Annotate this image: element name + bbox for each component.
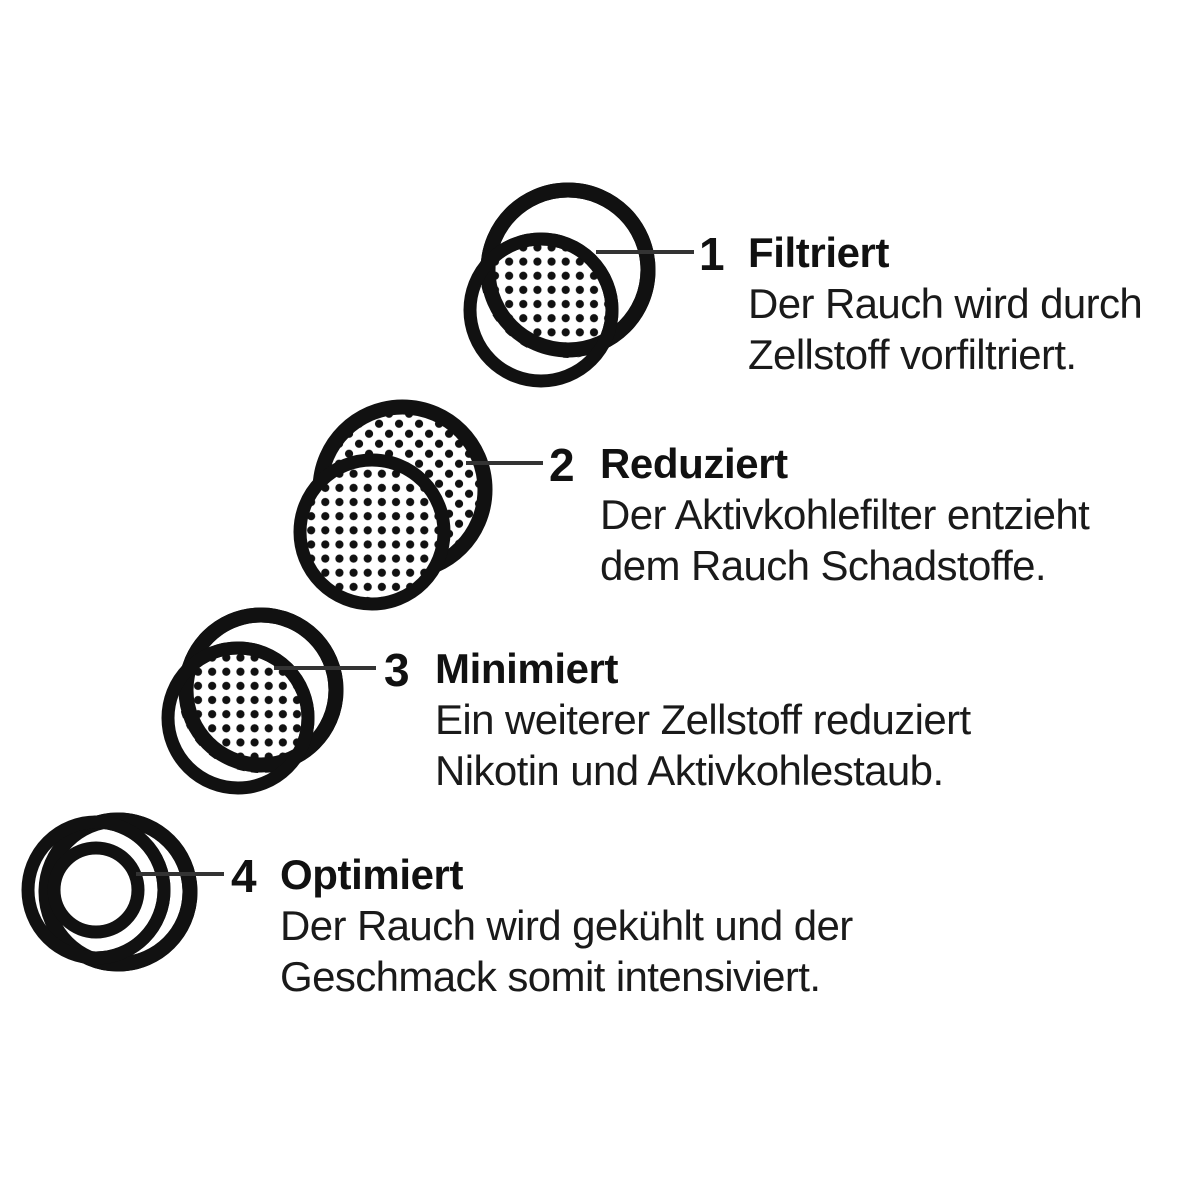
step-body-line-1b: Zellstoff vorfiltriert. [748, 331, 1077, 378]
step-block-3: Minimiert Ein weiterer Zellstoff reduzie… [435, 644, 971, 796]
step-number-2: 2 [549, 439, 575, 491]
step-block-4: Optimiert Der Rauch wird gekühlt und der… [280, 850, 853, 1002]
step-body-line-2a: Der Aktivkohlefilter entzieht [600, 491, 1090, 538]
step-body-line-3a: Ein weiterer Zellstoff reduziert [435, 696, 971, 743]
step-title-4: Optimiert [280, 851, 464, 898]
step-block-1: Filtriert Der Rauch wird durch Zellstoff… [748, 228, 1143, 380]
step-body-line-3b: Nikotin und Aktivkohlestaub. [435, 747, 944, 794]
step-title-1: Filtriert [748, 229, 890, 276]
capsule-second-cellulose-icon [161, 607, 344, 795]
step-block-2: Reduziert Der Aktivkohlefilter entzieht … [600, 439, 1090, 591]
capsule-cellulose-prefilter-icon [463, 182, 656, 388]
step-body-line-4b: Geschmack somit intensiviert. [280, 953, 821, 1000]
step-body-line-1a: Der Rauch wird durch [748, 280, 1143, 327]
step-title-2: Reduziert [600, 440, 788, 487]
step-number-3: 3 [384, 644, 410, 696]
capsule-activated-charcoal-icon [293, 399, 493, 611]
capsule-hollow-tube-icon [21, 812, 198, 972]
step-number-1: 1 [699, 228, 725, 280]
step-number-4: 4 [231, 850, 257, 902]
step-body-line-4a: Der Rauch wird gekühlt und der [280, 902, 853, 949]
step-title-3: Minimiert [435, 645, 619, 692]
step-body-line-2b: dem Rauch Schadstoffe. [600, 542, 1047, 589]
